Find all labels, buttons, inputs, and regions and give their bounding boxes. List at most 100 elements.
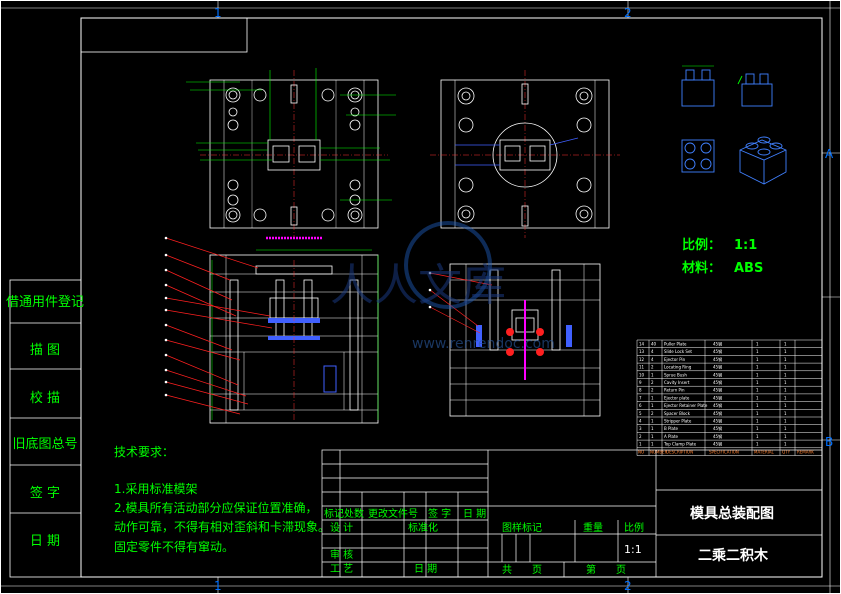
bom-row-material: 45钢 [713, 356, 722, 362]
bom-row-no: 13 [639, 349, 645, 354]
bom-header-cell: NO [638, 449, 644, 454]
bom-row-qty: 1 [756, 411, 759, 416]
tb-weight-label: 重量 [583, 521, 603, 534]
scale-value: 1:1 [734, 238, 757, 253]
bom-row-qty: 1 [756, 403, 759, 408]
plan-view-fixed-half [430, 70, 620, 238]
bom-row-qty: 1 [756, 442, 759, 447]
bom-row-qty: 1 [756, 380, 759, 385]
left-strip-label-1: 借通用件登记 [6, 295, 84, 310]
tb-cell-review: 审 核 [330, 548, 353, 561]
bom-row-material: 45钢 [713, 425, 722, 431]
bom-row-material: 45钢 [713, 379, 722, 385]
tb-cell-count: 处数 [344, 507, 364, 520]
section-view-left [164, 236, 379, 424]
tech-item-4: 固定零件不得有窜动。 [114, 539, 234, 554]
bom-row-description: Stripper Plate [664, 419, 692, 424]
bom-row-no: 5 [639, 411, 642, 416]
bom-row-material: 45钢 [713, 348, 722, 354]
bom-row-qty: 1 [756, 372, 759, 377]
bom-row-description: Return Pin [664, 388, 685, 393]
grid-letter-A: A [825, 147, 834, 161]
bom-row-qty: 1 [756, 357, 759, 362]
tb-scale-label: 比例 [624, 521, 644, 534]
bom-row-description: Spacer Block [664, 411, 691, 416]
bom-row-material: 45钢 [713, 341, 722, 347]
bom-row-qty: 1 [756, 419, 759, 424]
tb-cell-standard: 标准化 [408, 521, 438, 534]
bom-row-no: 6 [639, 403, 642, 408]
grid-number-top-1: 1 [214, 6, 222, 20]
bom-row-qty: 1 [756, 342, 759, 347]
bom-row-remark: 1 [784, 403, 787, 408]
grid-letter-B: B [825, 435, 833, 449]
bom-header-cell: NUMBER [650, 449, 668, 454]
bom-row-remark: 1 [784, 372, 787, 377]
left-strip-label-3: 校 描 [30, 390, 60, 406]
bom-row-description: A Plate [664, 434, 679, 439]
bom-row-number: 40 [651, 342, 657, 347]
watermark-text: 人人文库 [330, 260, 506, 311]
bom-row-description: Ejector plate [664, 395, 690, 400]
bom-row-number: 4 [651, 349, 654, 354]
bom-row-remark: 1 [784, 434, 787, 439]
bom-row-description: B Plate [664, 426, 679, 431]
bom-row-description: Puller Plate [664, 342, 687, 347]
material-value: ABS [734, 261, 763, 276]
bom-row-remark: 1 [784, 388, 787, 393]
left-strip-label-6: 日 期 [30, 534, 60, 549]
part-views [681, 65, 787, 185]
bom-row-number: 1 [651, 419, 654, 424]
left-strip-table [9, 279, 82, 578]
tech-item-1: 1.采用标准模架 [114, 482, 197, 496]
plan-view-moving-half [186, 68, 396, 240]
bom-row-no: 11 [639, 365, 645, 370]
tb-cell-design: 设 计 [330, 521, 353, 534]
bom-row-number: 2 [651, 380, 654, 385]
bom-row-remark: 1 [784, 395, 787, 400]
bom-row-material: 45钢 [713, 402, 722, 408]
bom-row-description: Ejector Retainer Plate [664, 403, 708, 408]
tb-cell-process: 工 艺 [330, 563, 353, 575]
bom-row-number: 4 [651, 357, 654, 362]
bom-row-description: Top Clamp Plate [663, 442, 697, 447]
bom-header-cell: REMARK [797, 449, 814, 454]
part-name: 二乘二积木 [698, 547, 769, 564]
title-block [321, 449, 823, 578]
bom-row-number: 1 [651, 434, 654, 439]
bom-header-cell: QTY [782, 449, 791, 454]
tb-cell-date: 日 期 [463, 508, 486, 520]
tech-heading: 技术要求： [114, 445, 174, 459]
bom-row-no: 14 [639, 342, 645, 347]
bom-row-qty: 1 [756, 365, 759, 370]
bom-row-remark: 1 [784, 342, 787, 347]
bom-header-cell: DESCRIPTION [666, 449, 693, 454]
bom-row-no: 12 [639, 357, 645, 362]
bom-row-number: 1 [651, 395, 654, 400]
bom-header-cell: SPECIFICATION [709, 449, 739, 454]
bom-row-number: 2 [651, 388, 654, 393]
grid-number-top-2: 2 [624, 6, 632, 20]
bom-row-description: Cavity Insert [664, 380, 690, 385]
bom-row-no: 10 [639, 372, 645, 377]
bom-row-remark: 1 [784, 442, 787, 447]
bom-row-description: Ejector Pin [664, 357, 686, 362]
tb-sheets-total: 共 页 [502, 564, 542, 576]
bom-row-number: 1 [651, 442, 654, 447]
watermark-url: www.renrendoc.com [412, 336, 555, 352]
watermark-logo [404, 221, 492, 309]
grid-number-bottom-2: 2 [624, 579, 632, 593]
bom-row-number: 2 [651, 365, 654, 370]
material-label: 材料： [682, 260, 721, 276]
drawing-name: 模具总装配图 [690, 505, 774, 522]
left-strip-label-5: 签 字 [30, 485, 60, 501]
bom-row-remark: 1 [784, 380, 787, 385]
bom-row-material: 45钢 [713, 394, 722, 400]
bom-row-description: Sprue Bush [664, 372, 687, 377]
bom-row-number: 2 [651, 411, 654, 416]
tb-cell-date-2: 日 期 [414, 563, 437, 575]
bom-row-remark: 1 [784, 365, 787, 370]
bom-row-material: 45钢 [713, 410, 722, 416]
bom-row-no: 9 [639, 380, 642, 385]
